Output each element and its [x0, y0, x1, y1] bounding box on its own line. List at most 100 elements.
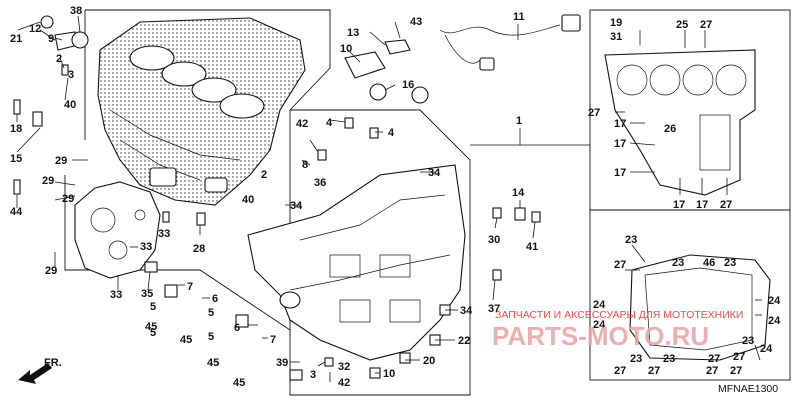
callout: 29: [45, 265, 57, 277]
callout: 23: [663, 353, 675, 365]
callout: 24: [593, 319, 606, 331]
callout: 27: [708, 353, 720, 365]
callout: 35: [141, 288, 153, 300]
callout: 29: [62, 193, 74, 205]
lower-crankcase: [247, 164, 466, 361]
callout: 42: [296, 118, 308, 130]
callout: 3: [68, 69, 74, 81]
callout: 5: [150, 327, 156, 339]
callout: 10: [340, 43, 352, 55]
callout: 41: [526, 241, 538, 253]
callout: 42: [338, 377, 350, 389]
upper-crankcase: [97, 17, 306, 206]
diagram-code: MFNAE1300: [718, 383, 778, 395]
callout: 33: [158, 228, 170, 240]
callout: 17: [614, 138, 626, 150]
callout: 7: [187, 281, 193, 293]
callout: 38: [70, 5, 82, 17]
callout: 20: [423, 355, 435, 367]
callout: 27: [588, 107, 600, 119]
callout: 31: [610, 31, 622, 43]
callout: 27: [720, 199, 732, 211]
right-upper-crankcase: [604, 49, 756, 196]
callout: 36: [314, 177, 326, 189]
callout: 23: [630, 353, 642, 365]
callout: 34: [460, 305, 473, 317]
sensor-harness: [344, 14, 581, 104]
front-label: FR.: [44, 357, 62, 369]
leader-lines: [16, 15, 762, 382]
watermark-brand: PARTS-MOTO.RU: [492, 321, 709, 351]
callout: 29: [55, 155, 67, 167]
callout: 45: [145, 321, 157, 333]
callout: 27: [733, 351, 745, 363]
callout: 8: [302, 159, 308, 171]
right-lower-frame: [589, 209, 791, 381]
callout: 21: [10, 33, 22, 45]
callout: 40: [64, 99, 76, 111]
callout: 2: [56, 53, 62, 65]
callout: 30: [488, 234, 500, 246]
callout: 2: [261, 169, 267, 181]
callout: 4: [326, 117, 333, 129]
callout: 18: [10, 123, 22, 135]
upper-crankcase-frame: [84, 9, 331, 140]
callout: 25: [676, 19, 688, 31]
lower-crankcase-frame: [289, 109, 471, 396]
callout: 34: [290, 200, 303, 212]
callout: 45: [207, 357, 219, 369]
callout: 3: [310, 369, 316, 381]
callout: 17: [673, 199, 685, 211]
callout: 45: [233, 377, 245, 389]
callout: 26: [664, 123, 676, 135]
callout: 33: [140, 241, 152, 253]
callout: 27: [700, 19, 712, 31]
callout: 24: [768, 315, 781, 327]
callout: 17: [614, 167, 626, 179]
callout: 39: [276, 357, 288, 369]
callout: 7: [270, 334, 276, 346]
callout: 1: [516, 115, 522, 127]
callout: 17: [696, 199, 708, 211]
callout: 46: [703, 257, 715, 269]
callout: 9: [48, 33, 54, 45]
callout: 37: [488, 303, 500, 315]
callout: 27: [648, 365, 660, 377]
callout: 45: [180, 334, 192, 346]
right-lower-crankcase: [629, 254, 771, 361]
watermark: ЗАПЧАСТИ И АКСЕССУАРЫ ДЛЯ МОТОТЕХНИКИ PA…: [492, 309, 743, 351]
callout: 44: [10, 206, 23, 218]
callouts: 21 38 12 9 2 40 3 18 15 29 29 29 44 29 3…: [10, 5, 781, 389]
callout: 29: [42, 175, 54, 187]
callout: 23: [672, 257, 684, 269]
callout: 6: [212, 293, 218, 305]
leader-to-1: [470, 128, 590, 146]
front-arrow-icon: FR.: [18, 357, 62, 384]
callout: 22: [458, 335, 470, 347]
callout: 40: [242, 194, 254, 206]
callout: 32: [338, 361, 350, 373]
callout: 27: [614, 365, 626, 377]
callout: 34: [428, 167, 441, 179]
side-cover: [74, 181, 161, 279]
callout: 24: [768, 295, 781, 307]
callout: 15: [10, 153, 22, 165]
callout: 43: [410, 16, 422, 28]
callout: 10: [383, 368, 395, 380]
callout: 23: [742, 335, 754, 347]
callout: 5: [208, 331, 214, 343]
callout: 5: [208, 307, 214, 319]
callout: 27: [730, 365, 742, 377]
callout: 23: [724, 257, 736, 269]
callout: 23: [625, 234, 637, 246]
callout: 19: [610, 17, 622, 29]
callout: 24: [593, 299, 606, 311]
callout: 16: [402, 79, 414, 91]
callout: 28: [193, 243, 205, 255]
callout: 27: [706, 365, 718, 377]
callout: 24: [760, 343, 773, 355]
callout: 13: [347, 27, 359, 39]
callout: 17: [614, 118, 626, 130]
watermark-caption: ЗАПЧАСТИ И АКСЕССУАРЫ ДЛЯ МОТОТЕХНИКИ: [495, 309, 743, 321]
